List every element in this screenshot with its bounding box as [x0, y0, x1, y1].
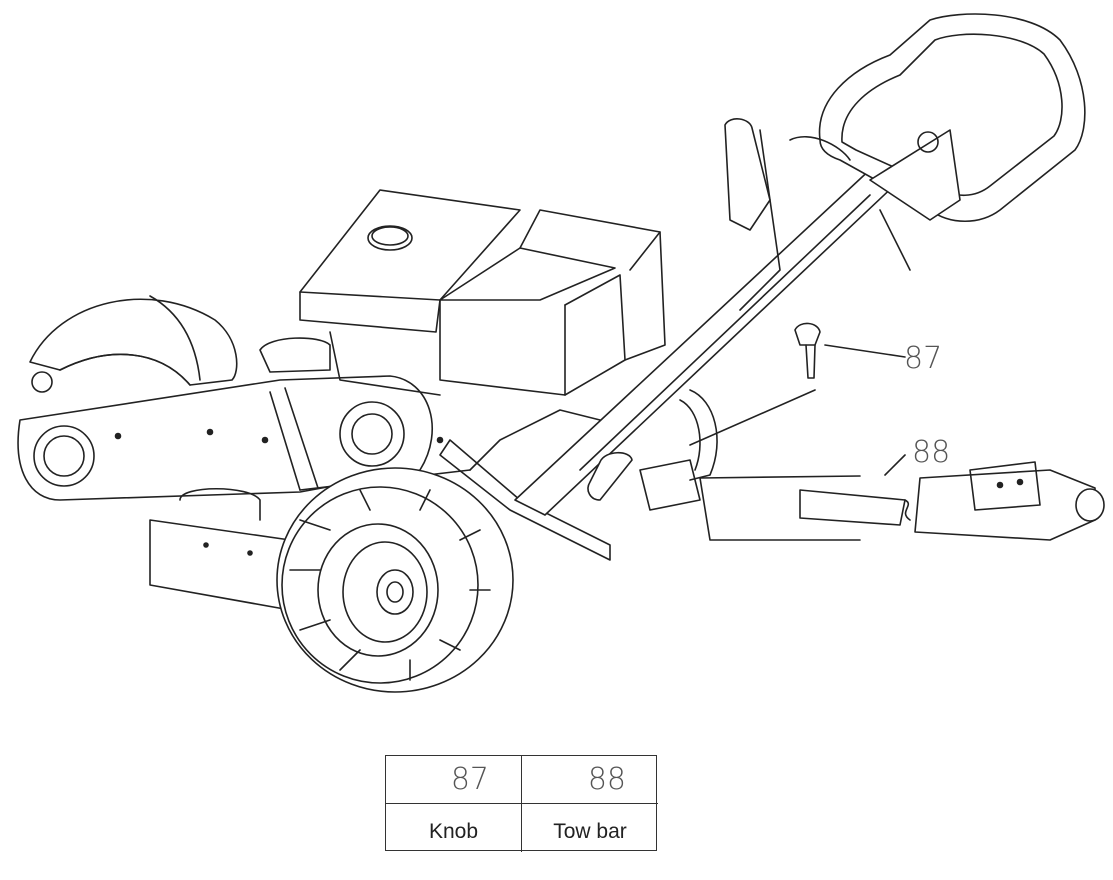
- front-stand: [149, 488, 291, 611]
- legend-number-87: 87: [386, 756, 522, 804]
- engine: [259, 189, 666, 396]
- cutter-arm: [17, 375, 444, 501]
- knob-part: [794, 322, 821, 379]
- rear-wheel: [679, 389, 718, 481]
- callout-87: 87: [904, 341, 942, 376]
- callout-88-leader: [884, 454, 906, 476]
- callout-88: 88: [912, 435, 950, 470]
- callout-87-leader: [824, 344, 906, 358]
- stump-grinder-diagram: 87 88: [17, 13, 1105, 693]
- cutter-guard: [29, 295, 238, 393]
- tow-bar-part: [699, 461, 1105, 541]
- callout-87-leader-2: [689, 389, 816, 446]
- parts-legend-table: 87 88 Knob Tow bar: [385, 755, 658, 852]
- legend-number-88: 88: [522, 756, 658, 804]
- main-wheel: [276, 467, 514, 693]
- legend-name-knob: Knob: [386, 804, 522, 852]
- legend-name-tow-bar: Tow bar: [553, 820, 627, 843]
- handle-bar: [514, 13, 1086, 516]
